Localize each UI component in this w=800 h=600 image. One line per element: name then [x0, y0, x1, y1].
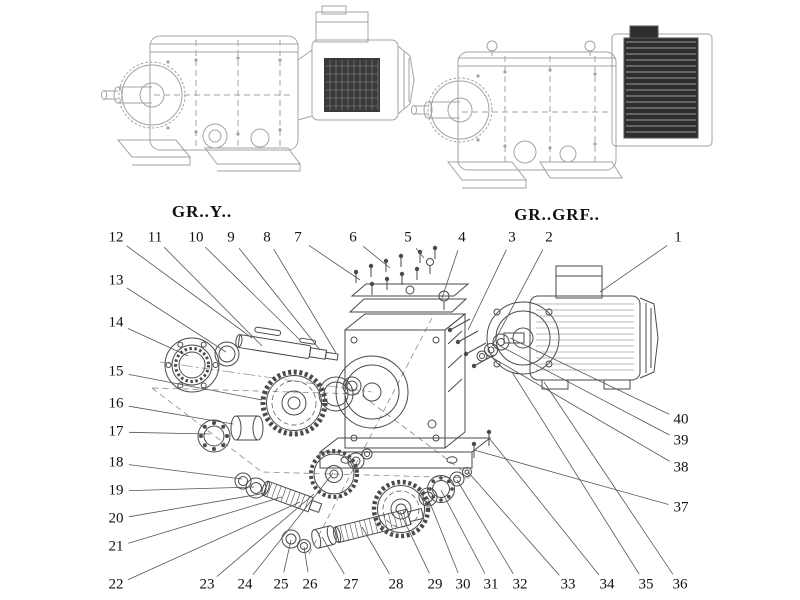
- callout-18: 18: [108, 454, 124, 471]
- callout-20: 20: [108, 510, 124, 527]
- callout-25: 25: [273, 576, 289, 593]
- callout-36: 36: [672, 576, 688, 593]
- callout-37: 37: [673, 499, 689, 516]
- callout-3: 3: [508, 229, 516, 246]
- callout-16: 16: [108, 395, 124, 412]
- machine-gr-y-illustration: [101, 5, 415, 172]
- callout-32: 32: [512, 576, 528, 593]
- callout-2: 2: [545, 229, 553, 246]
- callout-5: 5: [404, 229, 412, 246]
- callout-10: 10: [188, 229, 204, 246]
- callout-4: 4: [458, 229, 466, 246]
- callout-9: 9: [227, 229, 235, 246]
- callout-24: 24: [237, 576, 253, 593]
- callout-14: 14: [108, 314, 124, 331]
- callout-23: 23: [199, 576, 215, 593]
- callout-39: 39: [673, 432, 689, 449]
- callout-35: 35: [638, 576, 654, 593]
- callout-33: 33: [560, 576, 576, 593]
- callout-11: 11: [147, 229, 163, 246]
- callout-30: 30: [455, 576, 471, 593]
- callout-7: 7: [294, 229, 302, 246]
- callout-leader-lines: [126, 244, 674, 581]
- callout-38: 38: [673, 459, 689, 476]
- variant-label-gr-grf: GR..GRF..: [514, 205, 600, 224]
- callout-22: 22: [108, 576, 124, 593]
- callout-8: 8: [263, 229, 271, 246]
- callout-26: 26: [302, 576, 318, 593]
- callout-15: 15: [108, 363, 124, 380]
- callout-1: 1: [674, 229, 682, 246]
- callout-6: 6: [349, 229, 357, 246]
- callout-17: 17: [108, 423, 124, 440]
- callout-12: 12: [108, 229, 124, 246]
- callout-31: 31: [483, 576, 499, 593]
- callout-34: 34: [599, 576, 615, 593]
- callout-40: 40: [673, 411, 689, 428]
- callout-13: 13: [108, 272, 124, 289]
- exploded-view-illustration: [150, 245, 659, 557]
- callout-29: 29: [427, 576, 443, 593]
- callout-28: 28: [388, 576, 404, 593]
- variant-label-gr-y: GR..Y..: [171, 202, 233, 221]
- callout-21: 21: [108, 538, 124, 555]
- machine-gr-grf-illustration: [411, 25, 713, 189]
- callout-19: 19: [108, 482, 124, 499]
- callout-27: 27: [343, 576, 359, 593]
